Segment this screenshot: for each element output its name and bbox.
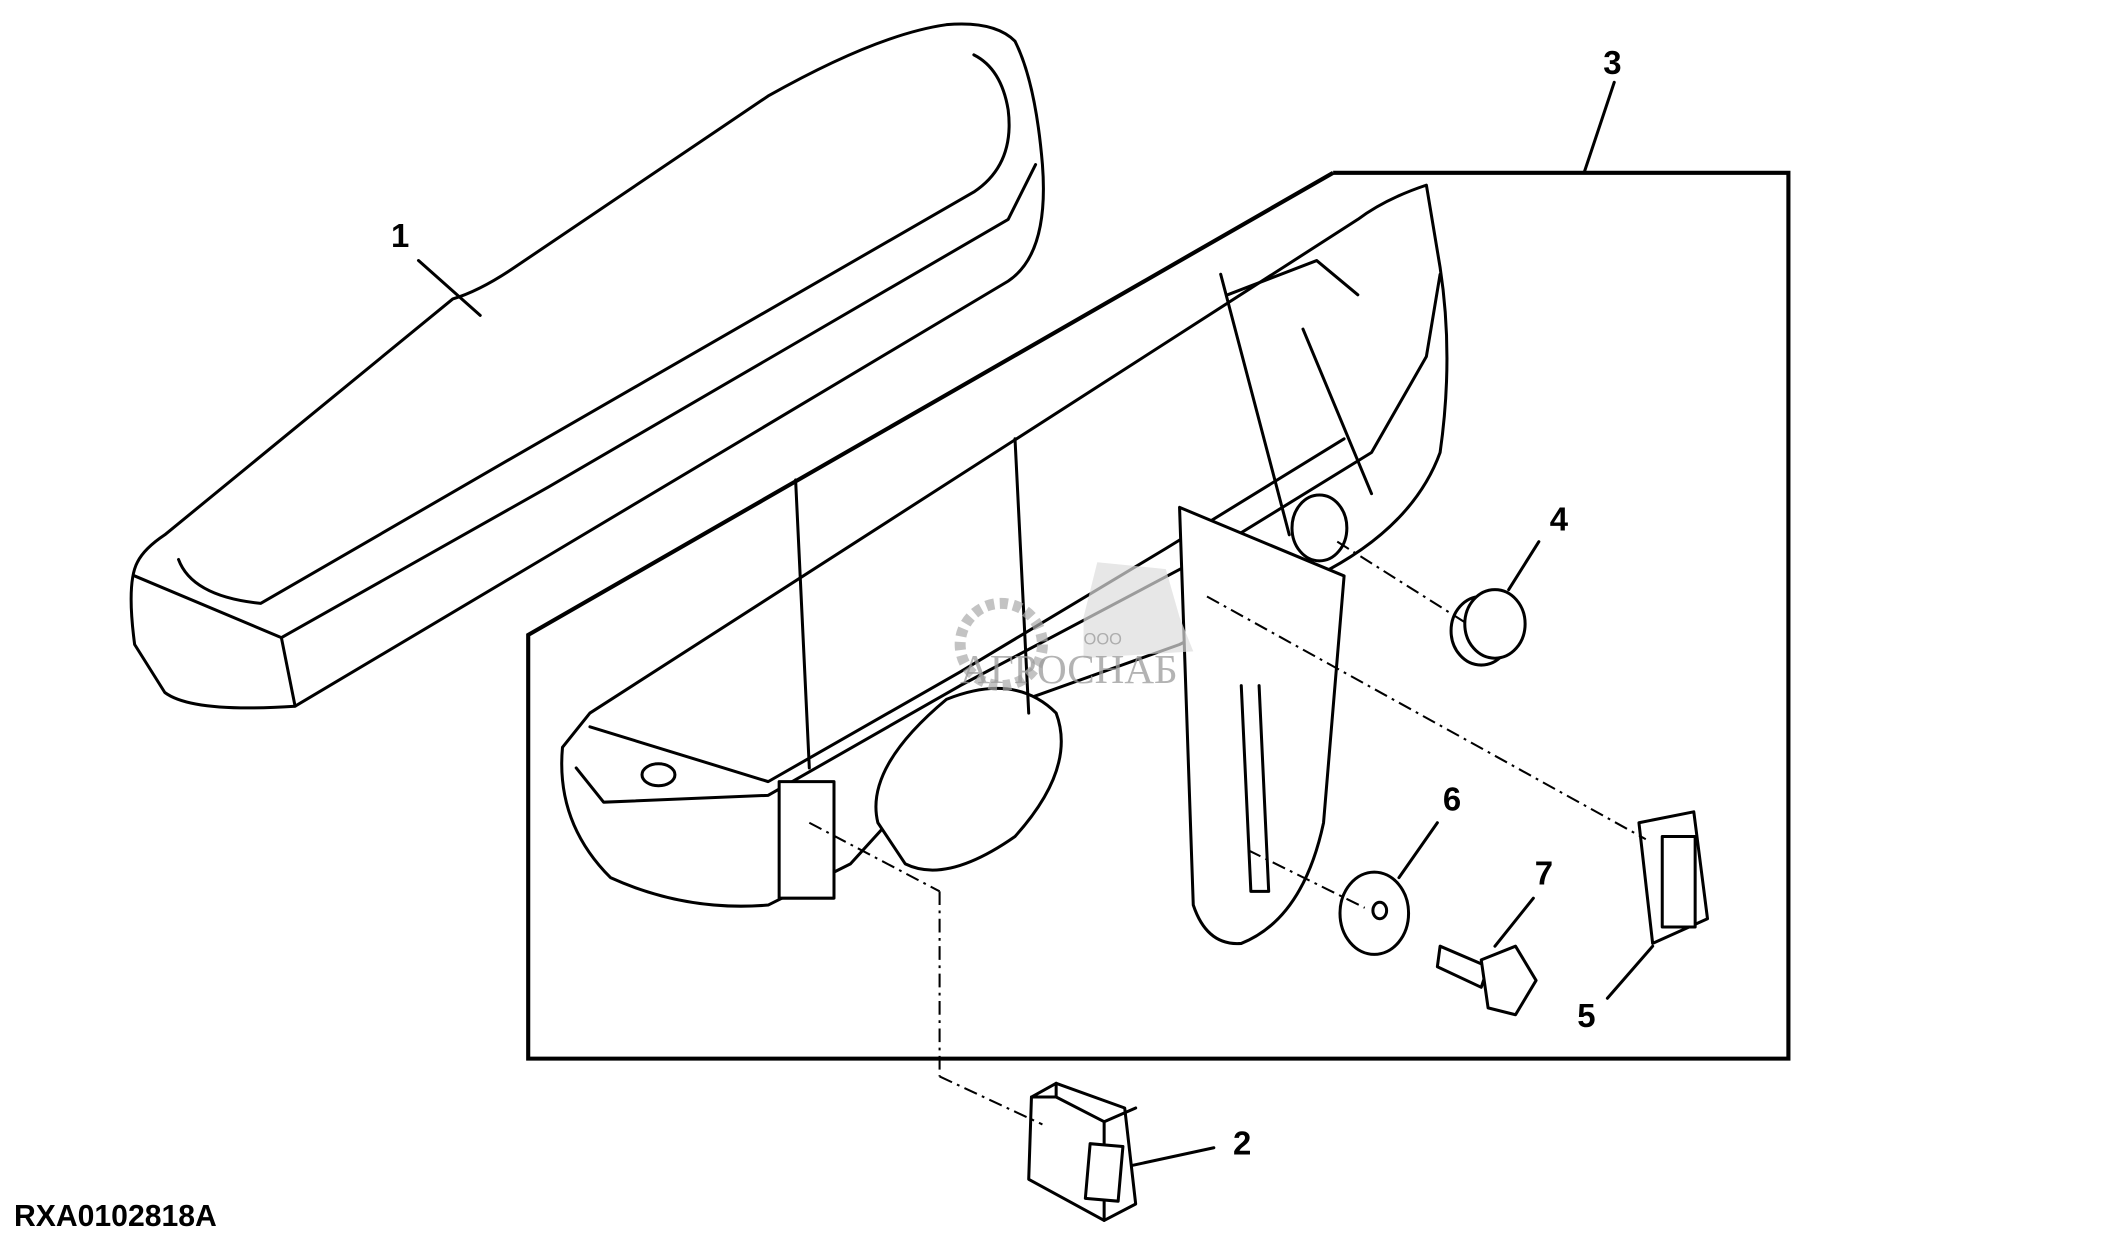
armrest-pad [129, 22, 1045, 710]
part-2-switch [1027, 1081, 1216, 1222]
callout-1: 1 [391, 217, 409, 254]
part-7-bolt [1435, 896, 1538, 1017]
watermark-prefix: ООО [1084, 630, 1122, 648]
part-5-cover [1605, 810, 1710, 1000]
callout-3: 3 [1603, 44, 1621, 81]
figure-id: RXA0102818A [14, 1200, 217, 1233]
assembly-box [526, 170, 1791, 1061]
part-4-plug [1449, 540, 1541, 667]
callout-4: 4 [1550, 501, 1569, 538]
leader-3 [1582, 80, 1616, 175]
callout-7: 7 [1535, 854, 1553, 891]
armrest-base [560, 183, 1449, 946]
watermark-logo: ООО АГРОСНАБ [954, 562, 1194, 692]
part-6-washer [1338, 821, 1439, 956]
callout-2: 2 [1233, 1125, 1251, 1162]
callout-5: 5 [1577, 997, 1595, 1034]
watermark-text: АГРОСНАБ [960, 646, 1178, 692]
callout-6: 6 [1443, 780, 1461, 817]
leader-1 [416, 259, 482, 317]
